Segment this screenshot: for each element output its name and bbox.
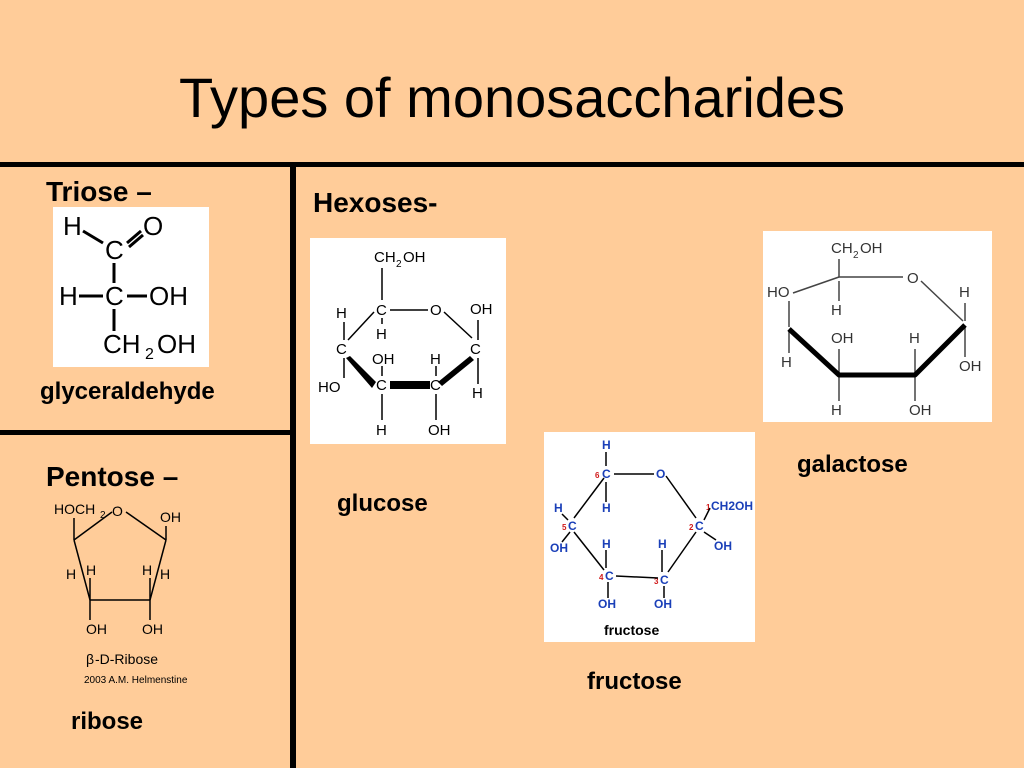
slide-title: Types of monosaccharides [178,66,846,129]
atom-subscript: 2 [853,250,859,261]
atom: O [656,467,665,481]
atom: OH [860,240,883,257]
atom: C [105,235,124,265]
fructose-structure: H 6 C O H H 5 C 1 CH2OH 2 C OH OH H H 4 … [544,432,755,642]
atom: OH [550,541,568,555]
atom: H [602,537,611,551]
atom: HO [318,379,341,396]
atom: OH [403,249,426,266]
atom: OH [142,621,163,637]
atom: C [376,302,387,319]
atom: C [660,573,669,587]
ribose-credit: 2003 A.M. Helmenstine [84,675,188,686]
atom: HO [767,284,790,301]
carbon-number: 6 [595,471,600,480]
atom: OH [598,597,616,611]
carbon-number: 1 [706,503,711,512]
atom: OH [909,402,932,419]
fructose-caption: fructose [604,622,659,638]
atom: H [602,501,611,515]
atom: OH [714,539,732,553]
atom: O [907,270,919,287]
pentose-heading: Pentose – [46,461,179,492]
atom: CH [831,240,853,257]
atom: H [554,501,563,515]
atom: H [781,354,792,371]
atom: O [112,503,123,519]
atom: C [105,281,124,311]
horizontal-divider [0,162,1024,167]
atom-subscript: 2 [100,510,106,521]
carbon-number: 5 [562,523,567,532]
atom: H [831,402,842,419]
atom: OH [86,621,107,637]
ribose-caption: -D-Ribose [95,651,158,667]
triose-heading: Triose – [46,176,152,207]
atom: CH2OH [711,499,753,513]
atom: H [472,385,483,402]
atom: H [59,281,78,311]
atom: H [376,326,387,343]
atom: OH [428,422,451,439]
glucose-label: glucose [337,490,428,517]
fructose-diagram: H 6 C O H H 5 C 1 CH2OH 2 C OH OH H H 4 … [550,438,753,638]
atom: C [602,467,611,481]
atom: C [376,377,387,394]
ribose-caption-prefix: β [86,651,94,667]
atom: OH [149,281,188,311]
atom-subscript: 2 [145,346,154,363]
atom: C [568,519,577,533]
carbon-number: 2 [689,523,694,532]
atom: CH [374,249,396,266]
atom: C [430,377,441,394]
atom: H [160,566,170,582]
vertical-divider [290,162,296,768]
atom: H [909,330,920,347]
glyceraldehyde-diagram: H C O H C OH CH 2 OH [59,211,196,363]
atom: H [959,284,970,301]
atom: H [66,566,76,582]
atom: H [376,422,387,439]
atom: H [602,438,611,452]
carbon-number: 4 [599,573,604,582]
glyceraldehyde-structure: H C O H C OH CH 2 OH [53,207,209,367]
atom-subscript: 2 [396,259,402,270]
atom: C [470,341,481,358]
atom: C [336,341,347,358]
galactose-structure: CH 2 OH O HO H H OH H H OH H OH [763,231,992,422]
ribose-structure: HOCH 2 O OH H H H H OH OH β -D-Ribose 20… [50,496,230,692]
hexoses-heading: Hexoses- [313,187,438,218]
atom: C [605,569,614,583]
ribose-label: ribose [71,708,144,735]
atom: OH [372,351,395,368]
atom: OH [160,509,181,525]
atom: HOCH [54,501,95,517]
atom: H [86,562,96,578]
atom: H [142,562,152,578]
left-section-divider [0,430,293,435]
ribose-diagram: HOCH 2 O OH H H H H OH OH β -D-Ribose 20… [54,501,188,686]
atom: H [430,351,441,368]
atom: O [430,302,442,319]
glucose-diagram: CH 2 OH C O OH H H C C OH H HO C C H H O… [318,249,493,439]
atom: H [63,211,82,241]
glucose-structure: CH 2 OH C O OH H H C C OH H HO C C H H O… [310,238,506,444]
galactose-label: galactose [797,451,908,478]
atom: OH [959,358,982,375]
atom: OH [470,301,493,318]
atom: H [658,537,667,551]
atom: OH [157,329,196,359]
atom: O [143,211,163,241]
glyceraldehyde-label: glyceraldehyde [40,378,215,405]
carbon-number: 3 [654,577,659,586]
atom: H [831,302,842,319]
atom: OH [831,330,854,347]
atom: OH [654,597,672,611]
atom: H [336,305,347,322]
atom: CH [103,329,141,359]
fructose-label: fructose [587,668,682,695]
galactose-diagram: CH 2 OH O HO H H OH H H OH H OH [767,240,982,419]
atom: C [695,519,704,533]
